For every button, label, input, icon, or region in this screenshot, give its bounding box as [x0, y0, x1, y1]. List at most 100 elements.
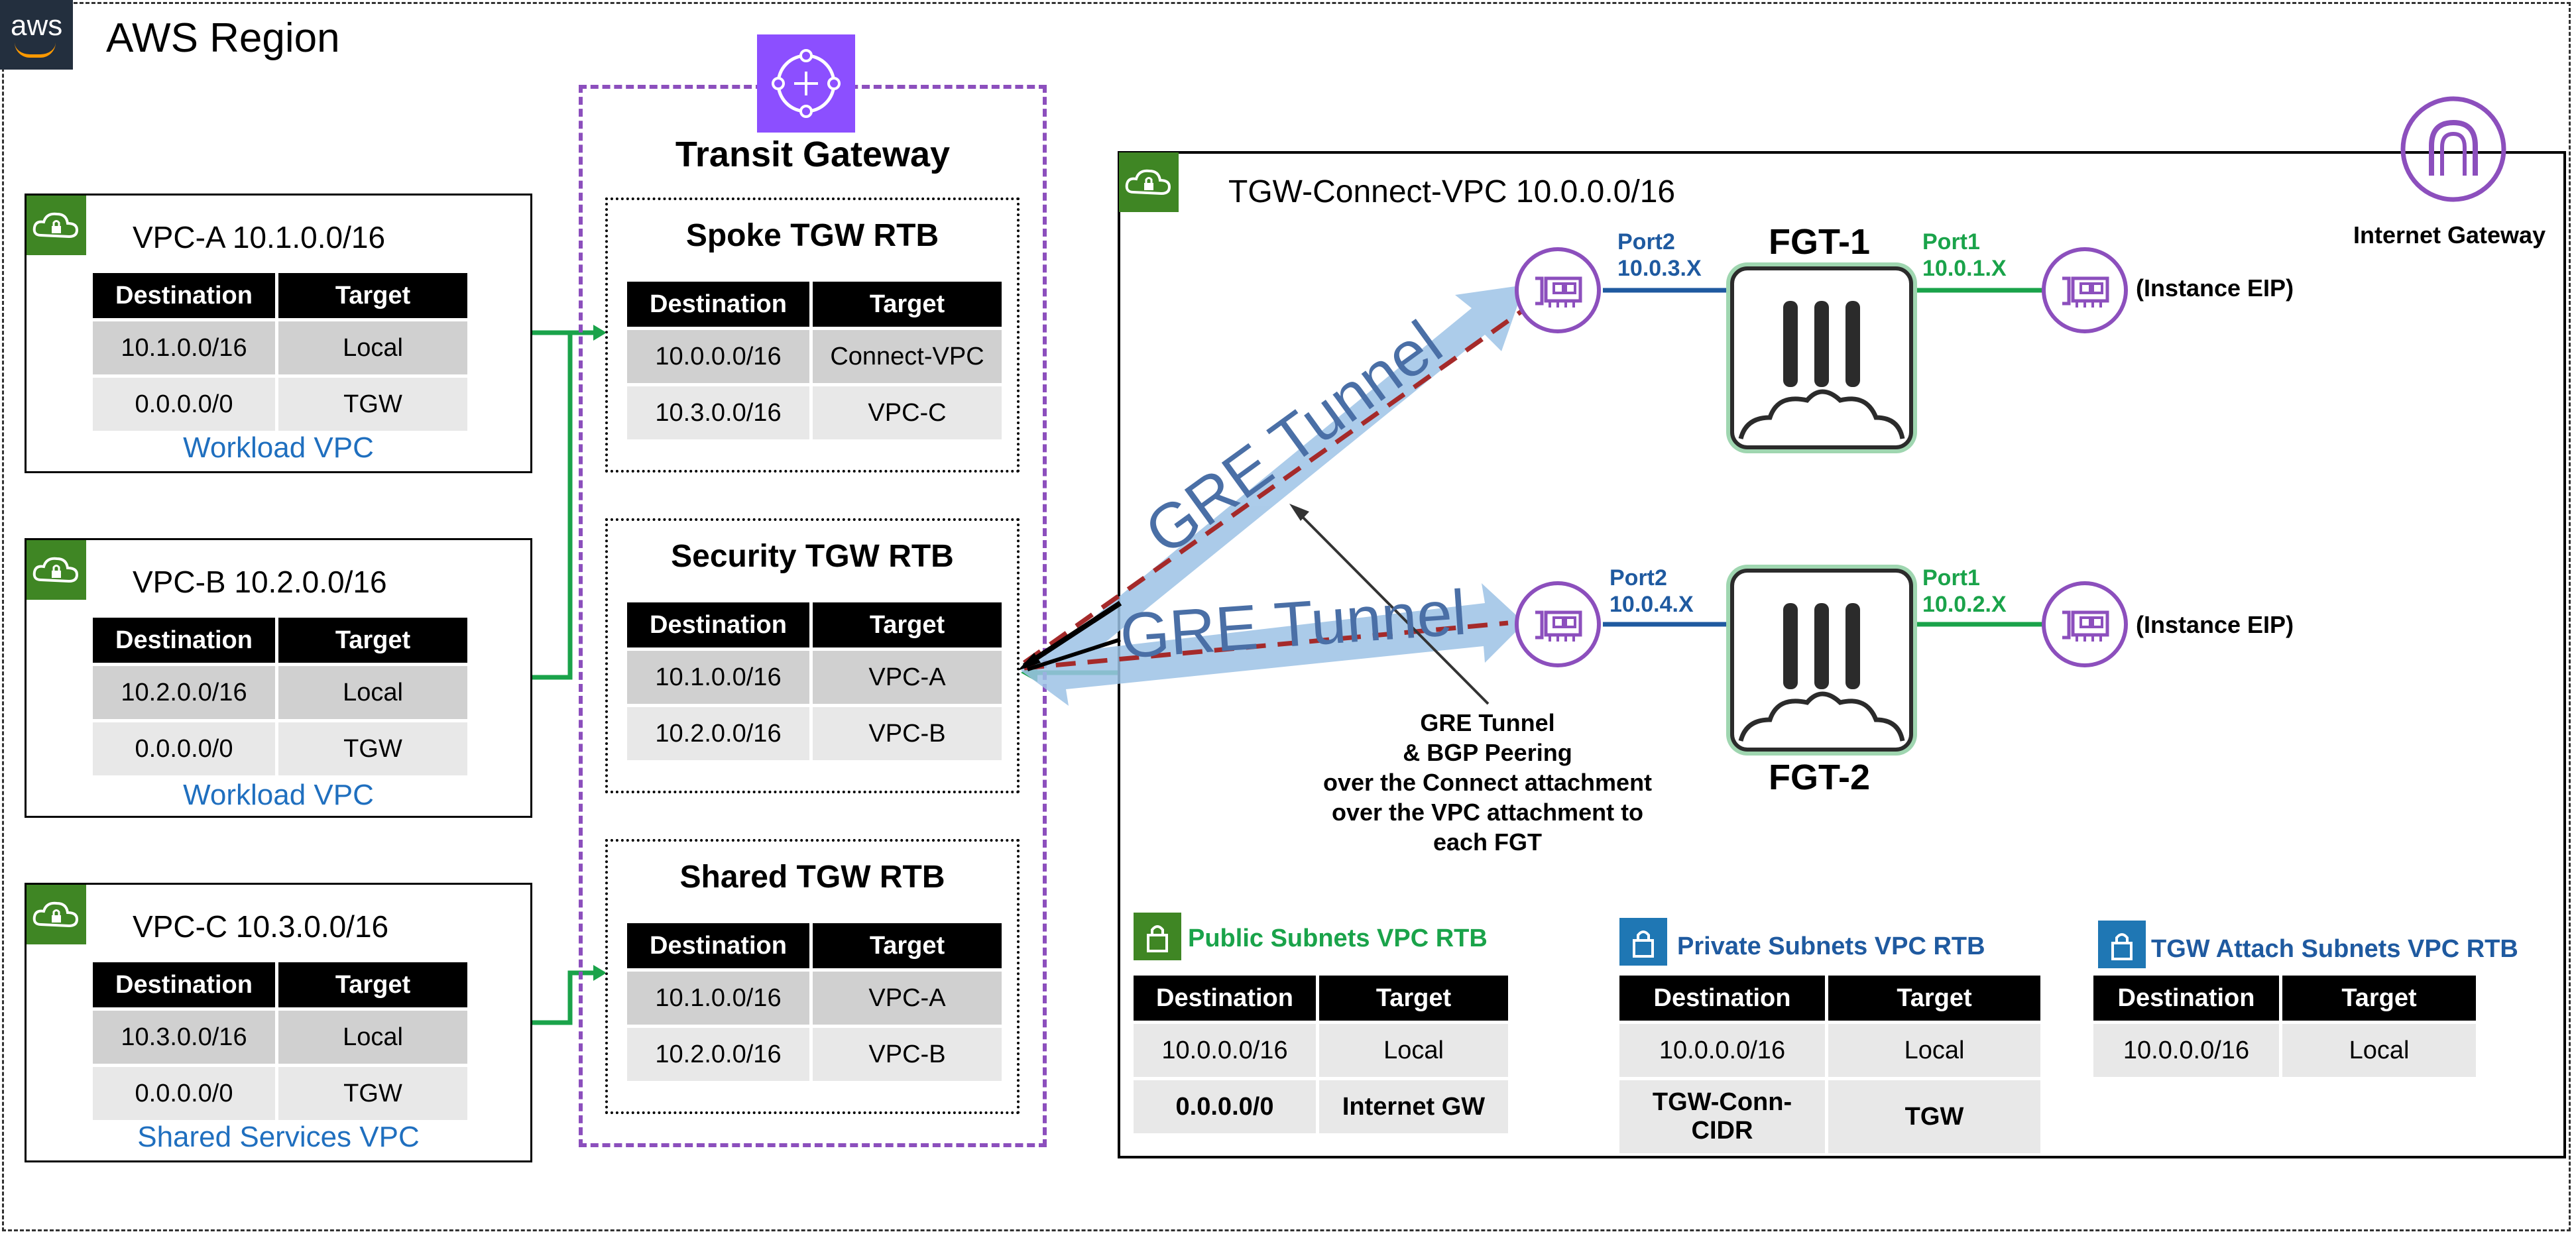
- vpc-ab-arrowhead: [593, 325, 607, 341]
- vpc-b-connector: [532, 330, 600, 680]
- fgt1-appliance-icon: [1730, 266, 1913, 449]
- internet-gateway-icon: [2400, 96, 2506, 202]
- aws-logo-text: aws: [11, 9, 63, 42]
- route-target: VPC-A: [813, 651, 1002, 704]
- vpc-c-subtitle: Shared Services VPC: [137, 1121, 420, 1153]
- route-dest: 10.2.0.0/16: [93, 666, 275, 719]
- fgt2-port1-label: Port1 10.0.2.X: [1922, 565, 2007, 618]
- black-arrow-2: [1027, 638, 1121, 671]
- black-arrowhead-1: [1018, 653, 1041, 671]
- transit-gateway-title: Transit Gateway: [675, 135, 951, 174]
- route-target: Local: [278, 321, 467, 374]
- gre-tunnel-1-arrow: [1034, 285, 1525, 689]
- tgw-attach-subnet-lock-icon: [2098, 921, 2146, 968]
- route-target: VPC-C: [813, 386, 1002, 439]
- fgt1-port2-eni-icon: [1515, 247, 1601, 333]
- route-dest: 10.0.0.0/16: [627, 330, 809, 383]
- port-name: Port1: [1922, 565, 1980, 590]
- fgt2-port1-eni-icon: [2042, 581, 2128, 667]
- region-title: AWS Region: [106, 15, 340, 61]
- route-target: TGW: [1828, 1080, 2040, 1153]
- col-target: Target: [1319, 976, 1508, 1021]
- col-destination: Destination: [1134, 976, 1316, 1021]
- private-subnets-rtb-title: Private Subnets VPC RTB: [1677, 932, 1985, 960]
- vpc-a-subtitle: Workload VPC: [183, 431, 374, 464]
- fgt2-port2-eni-icon: [1515, 581, 1601, 667]
- vpc-cloud-lock-icon: [27, 885, 86, 944]
- col-destination: Destination: [1619, 976, 1825, 1021]
- gre-tunnel-1-path: [1022, 309, 1523, 665]
- vpc-b-title: VPC-B 10.2.0.0/16: [133, 565, 387, 599]
- route-dest: TGW-Conn-CIDR: [1619, 1080, 1825, 1153]
- col-destination: Destination: [627, 923, 809, 968]
- route-target: Local: [1319, 1024, 1508, 1077]
- route-dest: 10.2.0.0/16: [627, 707, 809, 760]
- callout-line: GRE Tunnel: [1420, 709, 1555, 736]
- col-target: Target: [278, 273, 467, 318]
- callout-line: each FGT: [1433, 828, 1543, 856]
- route-dest: 10.0.0.0/16: [1619, 1024, 1825, 1077]
- tgw-attach-subnets-rtb-title: TGW Attach Subnets VPC RTB: [2151, 935, 2518, 963]
- public-subnets-rtb-title: Public Subnets VPC RTB: [1188, 925, 1488, 952]
- port-name: Port1: [1922, 229, 1980, 254]
- route-dest: 0.0.0.0/0: [93, 722, 275, 775]
- internet-gateway-label: Internet Gateway: [2353, 221, 2546, 249]
- callout-line: & BGP Peering: [1403, 739, 1572, 766]
- vpc-cloud-lock-icon: [27, 196, 86, 255]
- vpc-a-title: VPC-A 10.1.0.0/16: [133, 220, 386, 254]
- route-dest: 10.0.0.0/16: [2093, 1024, 2279, 1077]
- col-target: Target: [2282, 976, 2476, 1021]
- col-destination: Destination: [627, 282, 809, 327]
- route-target: Local: [278, 666, 467, 719]
- route-dest: 10.3.0.0/16: [93, 1011, 275, 1064]
- port-name: Port2: [1610, 565, 1667, 590]
- connect-vpc-title: TGW-Connect-VPC 10.0.0.0/16: [1228, 174, 1676, 209]
- fgt2-eip-label: (Instance EIP): [2136, 611, 2294, 638]
- route-target: VPC-B: [813, 707, 1002, 760]
- route-dest: 10.3.0.0/16: [627, 386, 809, 439]
- route-target: Local: [1828, 1024, 2040, 1077]
- fgt2-port2-label: Port2 10.0.4.X: [1610, 565, 1694, 618]
- gre-bgp-callout: GRE Tunnel & BGP Peering over the Connec…: [1269, 708, 1706, 857]
- rtb-title: Shared TGW RTB: [679, 860, 945, 895]
- callout-pointer: [1295, 509, 1490, 705]
- port-name: Port2: [1617, 229, 1675, 254]
- fgt2-label: FGT-2: [1769, 758, 1871, 797]
- col-target: Target: [813, 282, 1002, 327]
- fgt1-label: FGT-1: [1769, 222, 1871, 262]
- col-destination: Destination: [93, 962, 275, 1007]
- fgt1-eip-label: (Instance EIP): [2136, 274, 2294, 302]
- route-dest: 10.2.0.0/16: [627, 1028, 809, 1081]
- gre-tunnel-2-path: [1024, 620, 1509, 671]
- route-dest: 10.1.0.0/16: [627, 972, 809, 1025]
- route-target: TGW: [278, 1067, 467, 1120]
- route-target: TGW: [278, 722, 467, 775]
- route-target: VPC-B: [813, 1028, 1002, 1081]
- fgt1-port1-eni-icon: [2042, 247, 2128, 333]
- route-dest: 0.0.0.0/0: [93, 1067, 275, 1120]
- route-dest: 10.1.0.0/16: [93, 321, 275, 374]
- col-destination: Destination: [2093, 976, 2279, 1021]
- col-destination: Destination: [93, 618, 275, 663]
- fgt1-port2-label: Port2 10.0.3.X: [1617, 229, 1702, 282]
- transit-gateway-icon: [757, 34, 855, 133]
- callout-line: over the Connect attachment: [1322, 769, 1653, 796]
- route-target: VPC-A: [813, 972, 1002, 1025]
- col-target: Target: [278, 618, 467, 663]
- port-network: 10.0.1.X: [1922, 256, 2007, 281]
- callout-pointer-head: [1289, 504, 1309, 521]
- public-subnet-lock-icon: [1134, 913, 1181, 960]
